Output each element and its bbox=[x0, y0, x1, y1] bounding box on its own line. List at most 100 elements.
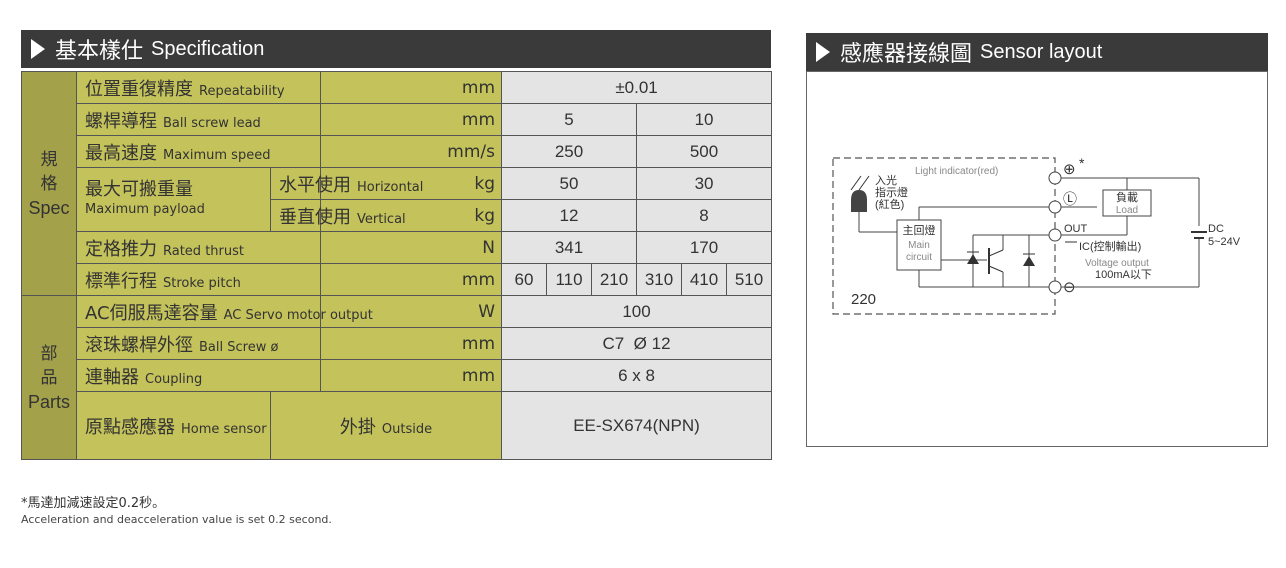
chevron-right-icon bbox=[816, 42, 830, 62]
row-label-en: Maximum speed bbox=[163, 147, 271, 163]
payload-label: 最大可搬重量 Maximum payload bbox=[76, 167, 271, 232]
row-value: 341 bbox=[501, 231, 638, 264]
row-unit: kg bbox=[320, 167, 503, 200]
row-label-zh: AC伺服馬達容量 bbox=[85, 302, 218, 324]
spec-header: 基本樣仕 Specification bbox=[21, 30, 771, 68]
ic-label: IC(控制輸出) bbox=[1079, 239, 1141, 253]
star-symbol: * bbox=[1079, 155, 1085, 171]
row-label-zh: 螺桿導程 bbox=[85, 110, 157, 132]
table-row: 規 格 Spec 位置重復精度 Repeatability mm ±0.01 bbox=[21, 71, 773, 296]
light-indicator-label: Light indicator(red) bbox=[915, 166, 998, 177]
dc-range-label: 5~24V bbox=[1208, 236, 1241, 248]
spec-header-en: Specification bbox=[151, 37, 265, 60]
load-box bbox=[1102, 189, 1152, 217]
note-en: Acceleration and deacceleration value is… bbox=[21, 513, 332, 526]
row-unit: mm/s bbox=[320, 135, 503, 168]
row-label-zh: 定格推力 bbox=[85, 238, 157, 260]
row-value: 170 bbox=[636, 231, 773, 264]
stroke-value: 510 bbox=[726, 263, 773, 296]
row-unit: W bbox=[320, 295, 503, 328]
row-value: 250 bbox=[501, 135, 638, 168]
category-spec-zh2: 格 bbox=[40, 173, 58, 194]
category-spec-zh1: 規 bbox=[40, 149, 58, 170]
spec-header-zh: 基本樣仕 bbox=[55, 39, 144, 64]
load-en-label: Load bbox=[1116, 205, 1138, 216]
led-icon bbox=[851, 190, 867, 212]
sensor-wiring-diagram: ⊕ * Ⓛ ⊖ DC 5~24V 負載 Load Light indicator… bbox=[832, 155, 1241, 315]
row-value: 8 bbox=[636, 199, 773, 232]
row-value: 100 bbox=[501, 295, 773, 328]
main-en2-label: circuit bbox=[906, 252, 932, 263]
row-label-en: Ball Screw ø bbox=[199, 339, 279, 355]
row-unit: N bbox=[320, 231, 503, 264]
zener-diode-icon bbox=[1023, 256, 1035, 266]
category-parts-en: Parts bbox=[27, 391, 70, 412]
row-value: EE-SX674(NPN) bbox=[501, 391, 773, 460]
stroke-value: 410 bbox=[681, 263, 728, 296]
l-symbol: Ⓛ bbox=[1063, 191, 1077, 207]
row-label-zh: 標準行程 bbox=[85, 270, 157, 292]
out-label: OUT bbox=[1064, 223, 1088, 235]
row-label-en: Stroke pitch bbox=[163, 275, 241, 291]
row-value: 6 x 8 bbox=[501, 359, 773, 392]
category-parts-zh1: 部 bbox=[40, 343, 58, 364]
indicator-label: 指示燈 bbox=[875, 185, 908, 199]
note-zh: *馬達加減速設定0.2秒。 bbox=[21, 496, 166, 511]
row-value: ±0.01 bbox=[501, 71, 773, 104]
row-unit: mm bbox=[320, 103, 503, 136]
transistor-icon bbox=[988, 249, 1004, 257]
row-label-zh: 滾珠螺桿外徑 bbox=[85, 334, 193, 356]
row-label-en: Maximum payload bbox=[85, 201, 205, 217]
row-label-en: Outside bbox=[381, 421, 433, 437]
row-value: 500 bbox=[636, 135, 773, 168]
row-unit: mm bbox=[320, 359, 503, 392]
row-label-en: Repeatability bbox=[199, 83, 285, 99]
chevron-right-icon bbox=[31, 39, 45, 59]
red-label: (紅色) bbox=[875, 197, 904, 211]
load-zh-label: 負載 bbox=[1116, 191, 1138, 204]
sensor-header: 感應器接線圖 Sensor layout bbox=[806, 33, 1268, 71]
row-value: C7 Ø 12 bbox=[501, 327, 773, 360]
sensor-header-en: Sensor layout bbox=[980, 40, 1103, 63]
row-value: 10 bbox=[636, 103, 773, 136]
row-label: 位置重復精度 Repeatability bbox=[75, 71, 321, 104]
stroke-value: 110 bbox=[546, 263, 593, 296]
row-label-en: Ball screw lead bbox=[163, 115, 261, 131]
row-label-en: Horizontal bbox=[357, 179, 424, 195]
row-label: 標準行程 Stroke pitch bbox=[75, 263, 321, 296]
row-label-zh: 位置重復精度 bbox=[85, 78, 193, 100]
row-label-zh: 垂直使用 bbox=[279, 206, 351, 228]
row-unit: mm bbox=[320, 327, 503, 360]
main-circuit-box bbox=[896, 219, 942, 271]
row-label-zh: 外掛 bbox=[339, 416, 376, 438]
row-label-zh: 最大可搬重量 bbox=[85, 178, 193, 200]
row-value: 50 bbox=[501, 167, 638, 200]
row-label: 滾珠螺桿外徑 Ball Screw ø bbox=[75, 327, 321, 360]
terminal-l bbox=[1048, 200, 1062, 214]
category-spec: 規 格 Spec bbox=[21, 71, 77, 296]
row-value: 30 bbox=[636, 167, 773, 200]
light-arrow-icon bbox=[858, 175, 870, 191]
row-unit: mm bbox=[320, 263, 503, 296]
row-label-en: AC Servo motor output bbox=[223, 307, 373, 323]
terminal-minus bbox=[1048, 280, 1062, 294]
category-spec-en: Spec bbox=[28, 197, 70, 218]
row-unit: mm bbox=[320, 71, 503, 104]
row-label-en: Coupling bbox=[145, 371, 203, 387]
stroke-value: 310 bbox=[636, 263, 683, 296]
main-en1-label: Main bbox=[908, 240, 930, 251]
row-label-zh: 原點感應器 bbox=[85, 416, 175, 438]
row-label: 螺桿導程 Ball screw lead bbox=[75, 103, 321, 136]
plus-symbol: ⊕ bbox=[1063, 161, 1076, 178]
